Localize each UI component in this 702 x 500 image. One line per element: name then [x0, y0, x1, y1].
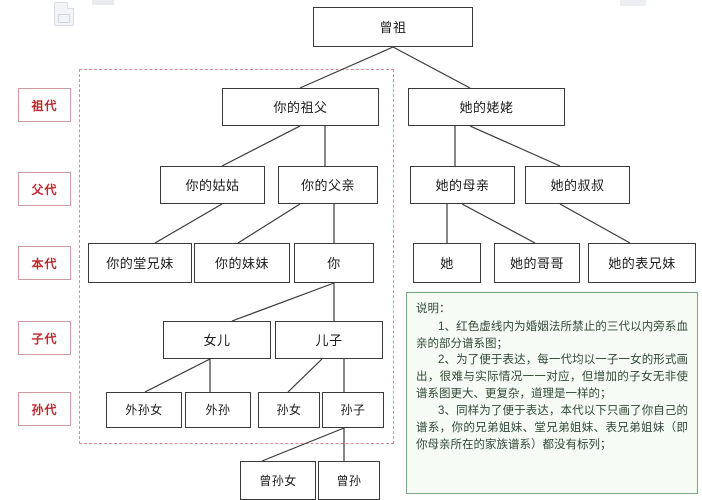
explanation-item-2: 2、为了便于表达，每一代均以一子一女的形式画出，很难与实际情况一一对应，但增加的… [416, 354, 688, 401]
generation-tag-grandchild: 孙代 [18, 392, 71, 426]
node-great-grandfather[interactable]: 曾祖 [313, 7, 473, 47]
node-label: 你的父亲 [300, 177, 355, 193]
node-label: 你的妹妹 [214, 255, 269, 271]
node-label: 儿子 [315, 332, 343, 348]
generation-tag-label: 本代 [31, 256, 58, 271]
toolbar-artifact-left [92, 0, 114, 5]
node-son[interactable]: 儿子 [275, 321, 383, 359]
node-her-maternal-grandmother[interactable]: 她的姥姥 [408, 88, 565, 126]
node-label: 女儿 [203, 332, 231, 348]
node-label: 外孙女 [125, 403, 163, 417]
node-your-father[interactable]: 你的父亲 [278, 166, 378, 204]
generation-tag-parent: 父代 [18, 172, 71, 206]
node-sons-son[interactable]: 孙子 [322, 392, 384, 428]
node-label: 你 [327, 255, 341, 271]
node-sons-daughter[interactable]: 孙女 [258, 392, 320, 428]
node-label: 孙子 [340, 403, 366, 417]
node-label: 她的母亲 [435, 177, 490, 193]
node-her-older-brother[interactable]: 她的哥哥 [494, 243, 580, 283]
node-your-aunt[interactable]: 你的姑姑 [160, 166, 265, 204]
generation-tag-child: 子代 [18, 321, 71, 355]
node-label: 你的姑姑 [185, 177, 240, 193]
node-your-paternal-cousin[interactable]: 你的堂兄妹 [88, 243, 192, 283]
node-daughters-daughter[interactable]: 外孙女 [106, 392, 182, 428]
generation-tag-label: 孙代 [31, 402, 58, 417]
node-label: 她的哥哥 [509, 255, 564, 271]
node-label: 曾孙女 [259, 473, 297, 488]
node-label: 你的堂兄妹 [106, 255, 174, 271]
node-your-younger-sister[interactable]: 你的妹妹 [194, 243, 290, 283]
node-great-granddaughter[interactable]: 曾孙女 [240, 461, 316, 500]
explanation-item-3: 3、同样为了便于表达，本代以下只画了你自己的谱系，你的兄弟姐妹、堂兄弟姐妹、表兄… [416, 405, 688, 451]
node-her[interactable]: 她 [413, 243, 481, 283]
explanation-box: 说明： 1、红色虚线内为婚姻法所禁止的三代以内旁系血亲的部分谱系图； 2、为了便… [406, 292, 698, 494]
explanation-title: 说明： [416, 303, 451, 315]
node-label: 外孙 [205, 403, 231, 417]
document-icon [54, 2, 74, 26]
generation-tag-grandparent: 祖代 [18, 88, 71, 122]
node-label: 她 [440, 255, 454, 271]
node-label: 曾祖 [379, 19, 407, 35]
node-your-grandfather[interactable]: 你的祖父 [222, 88, 379, 126]
generation-tag-label: 子代 [31, 331, 58, 346]
node-her-uncle[interactable]: 她的叔叔 [525, 166, 630, 204]
node-her-maternal-cousin[interactable]: 她的表兄妹 [588, 243, 696, 283]
node-you[interactable]: 你 [294, 243, 374, 283]
node-great-grandson[interactable]: 曾孙 [318, 461, 380, 500]
node-label: 孙女 [276, 403, 302, 417]
explanation-item-1: 1、红色虚线内为婚姻法所禁止的三代以内旁系血亲的部分谱系图； [416, 320, 688, 350]
node-label: 她的姥姥 [459, 99, 514, 115]
generation-tag-label: 祖代 [31, 98, 58, 113]
node-her-mother[interactable]: 她的母亲 [410, 166, 515, 204]
node-label: 她的表兄妹 [608, 255, 676, 271]
node-label: 曾孙 [336, 473, 362, 488]
toolbar-artifact-right [620, 0, 646, 6]
generation-tag-self: 本代 [18, 246, 71, 280]
node-label: 她的叔叔 [550, 177, 605, 193]
node-daughters-son[interactable]: 外孙 [185, 392, 251, 428]
node-daughter[interactable]: 女儿 [163, 321, 271, 359]
generation-tag-label: 父代 [31, 182, 58, 197]
node-label: 你的祖父 [273, 99, 328, 115]
